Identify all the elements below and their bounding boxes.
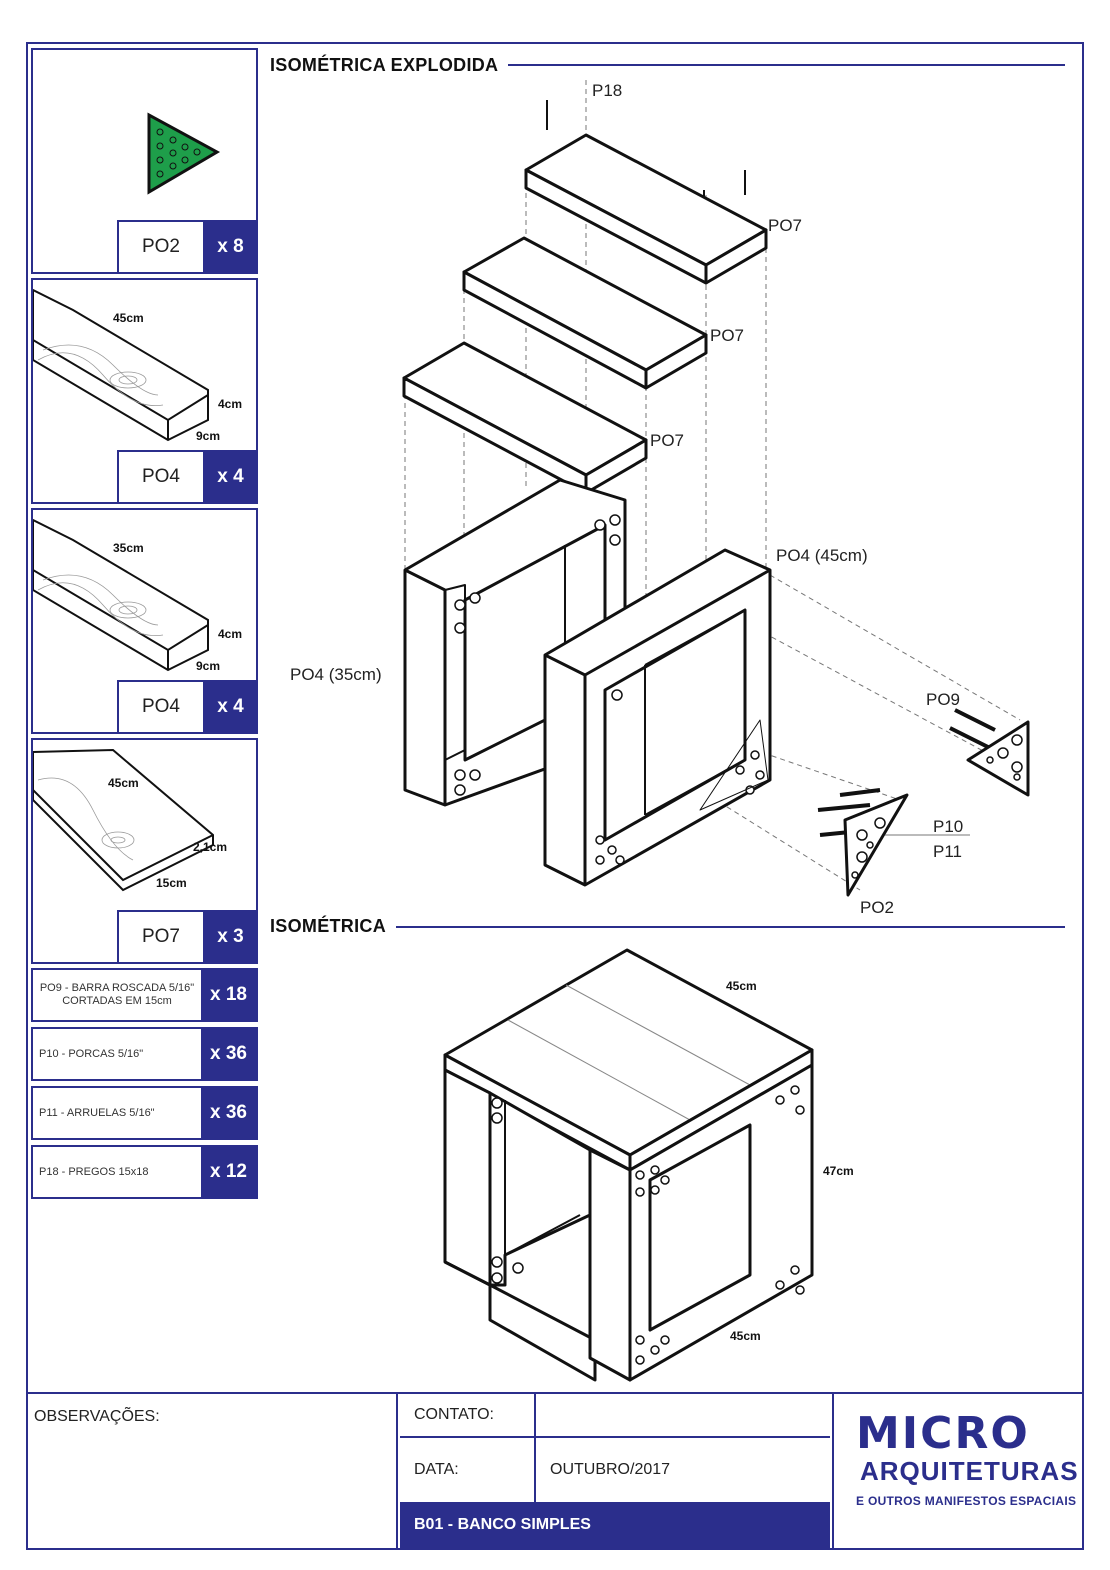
dim-length: 45cm: [108, 776, 139, 790]
label-p10: P10: [933, 817, 963, 836]
hardware-label-2: CORTADAS EM 15cm: [62, 995, 172, 1007]
dim-width: 9cm: [196, 659, 220, 673]
assembled-view: [443, 948, 814, 1382]
beam-35-illustration: 35cm 4cm 9cm: [33, 518, 242, 673]
hardware-p18: P18 - PREGOS 15x18 x 12: [31, 1145, 258, 1199]
hardware-p11: P11 - ARRUELAS 5/16" x 36: [31, 1086, 258, 1140]
part-qty: x 8: [203, 220, 258, 274]
part-card-po4-45: 45cm 4cm 9cm PO4 x 4: [31, 278, 258, 504]
label-po2: PO2: [860, 898, 894, 917]
dim-length: 45cm: [113, 311, 144, 325]
hardware-qty: x 36: [201, 1088, 256, 1138]
section-rule-exploded: [505, 64, 1065, 66]
hardware-qty: x 18: [201, 970, 256, 1020]
dim-thickness: 4cm: [218, 627, 242, 641]
dimension-height: 47cm: [823, 1164, 854, 1178]
hardware-qty: x 12: [201, 1147, 256, 1197]
observations-label: OBSERVAÇÕES:: [28, 1394, 398, 1548]
hardware-po9: PO9 - BARRA ROSCADA 5/16" CORTADAS EM 15…: [31, 968, 258, 1022]
contact-label: CONTATO:: [400, 1394, 536, 1438]
part-qty: x 4: [203, 450, 258, 504]
dim-length: 35cm: [113, 541, 144, 555]
hardware-label: P11 - ARRUELAS 5/16": [39, 1106, 155, 1119]
part-qty: x 3: [203, 910, 258, 964]
isometric-drawings: P18 PO7 PO7 PO7 PO4 (45cm) PO4 (35cm) PO…: [290, 80, 1030, 1382]
dimension-top-width: 45cm: [726, 979, 757, 993]
logo-tagline: E OUTROS MANIFESTOS ESPACIAIS: [856, 1494, 1077, 1508]
part-code: PO2: [117, 220, 203, 274]
hardware-label: PO9 - BARRA ROSCADA 5/16": [39, 982, 195, 994]
part-qty: x 4: [203, 680, 258, 734]
label-po7-bottom: PO7: [650, 431, 684, 450]
date-label: DATA:: [400, 1438, 536, 1502]
label-p11: P11: [933, 842, 962, 861]
label-po9: PO9: [926, 690, 960, 709]
part-code: PO4: [117, 680, 203, 734]
logo-arquiteturas-text: ARQUITETURAS: [860, 1456, 1079, 1486]
plank-illustration: 45cm 2,1cm 15cm: [33, 748, 227, 892]
hardware-p10: P10 - PORCAS 5/16" x 36: [31, 1027, 258, 1081]
exploded-view: [402, 80, 1030, 897]
label-po7-top: PO7: [768, 216, 802, 235]
part-code: PO4: [117, 450, 203, 504]
dim-width: 15cm: [156, 876, 187, 890]
part-card-po4-35: 35cm 4cm 9cm PO4 x 4: [31, 508, 258, 734]
dim-thickness: 2,1cm: [193, 840, 227, 854]
label-po4-45: PO4 (45cm): [776, 546, 868, 565]
drawing-title: B01 - BANCO SIMPLES: [400, 1502, 830, 1548]
company-logo: MICRO ARQUITETURAS E OUTROS MANIFESTOS E…: [832, 1394, 1082, 1548]
label-p18: P18: [592, 81, 622, 100]
date-value: OUTUBRO/2017: [550, 1461, 671, 1478]
logo-micro-text: MICRO: [856, 1408, 1030, 1459]
triangle-plate-icon: [147, 112, 221, 195]
hardware-label: P18 - PREGOS 15x18: [39, 1165, 149, 1178]
contact-value: [536, 1394, 830, 1438]
section-rule-assembled: [392, 926, 1065, 928]
part-card-po2: PO2 x 8: [31, 48, 258, 274]
label-po4-35: PO4 (35cm): [290, 665, 382, 684]
sheet-border: [26, 42, 1084, 1550]
section-title-exploded: ISOMÉTRICA EXPLODIDA: [270, 55, 509, 76]
beam-45-illustration: 45cm 4cm 9cm: [33, 288, 242, 443]
title-block: OBSERVAÇÕES: CONTATO: DATA: OUTUBRO/2017…: [28, 1392, 1082, 1548]
dim-width: 9cm: [196, 429, 220, 443]
hardware-label: P10 - PORCAS 5/16": [39, 1047, 144, 1060]
part-code: PO7: [117, 910, 203, 964]
section-title-assembled: ISOMÉTRICA: [270, 916, 397, 937]
dim-thickness: 4cm: [218, 397, 242, 411]
label-po7-middle: PO7: [710, 326, 744, 345]
hardware-qty: x 36: [201, 1029, 256, 1079]
dimension-bottom-depth: 45cm: [730, 1329, 761, 1343]
part-card-po7: 45cm 2,1cm 15cm PO7 x 3: [31, 738, 258, 964]
